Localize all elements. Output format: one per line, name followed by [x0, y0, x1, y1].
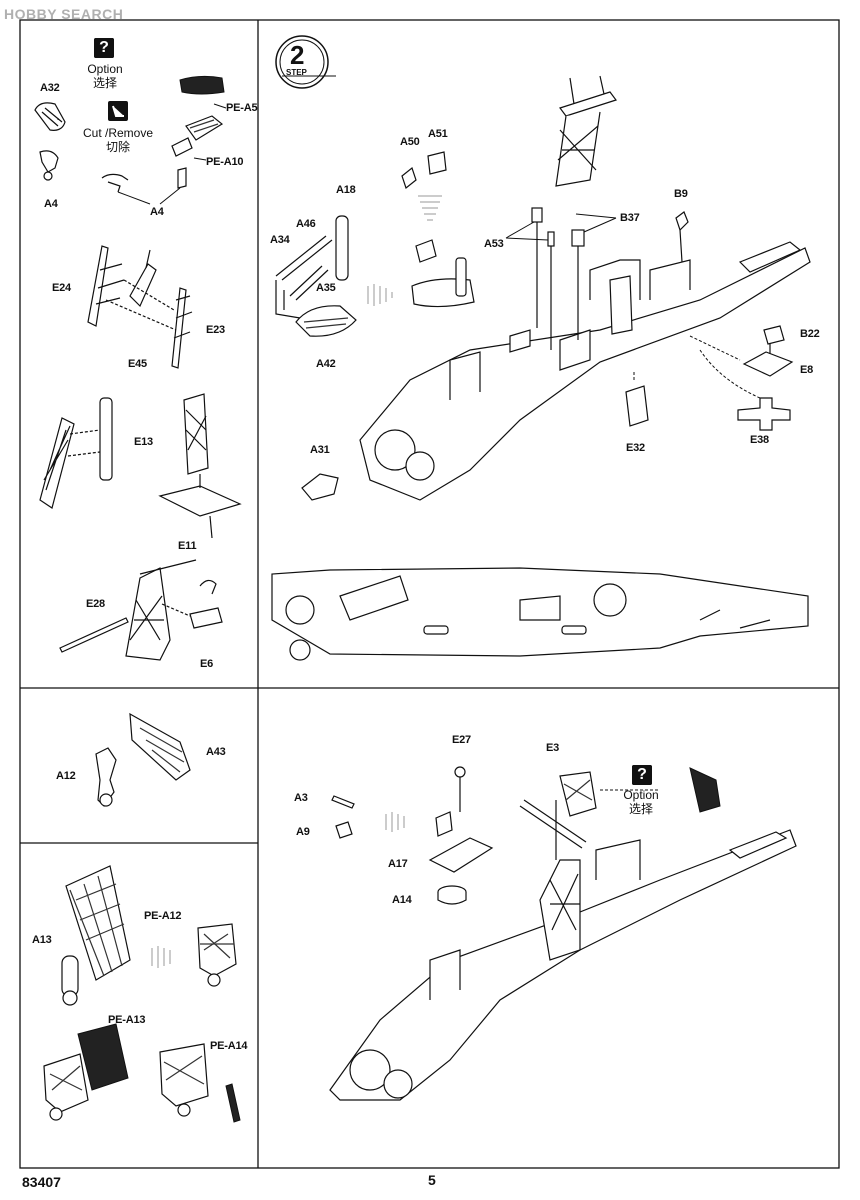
option-icon: ?: [94, 38, 114, 58]
label-E3: E3: [546, 742, 560, 754]
label-A3: A3: [294, 792, 308, 804]
part-PE-A13: [77, 1023, 129, 1091]
label-A14: A14: [392, 894, 412, 906]
step-label: STEP: [286, 68, 307, 77]
part-E24-E23-E45: [87, 245, 193, 369]
label-A4-left: A4: [44, 198, 58, 210]
part-A32: [34, 102, 66, 131]
part-E13: [39, 397, 113, 509]
label-E45: E45: [128, 358, 147, 370]
label-A35: A35: [316, 282, 336, 294]
label-E27: E27: [452, 734, 471, 746]
label-B37: B37: [620, 212, 640, 224]
label-E38: E38: [750, 434, 769, 446]
part-A13-assembled: [197, 923, 237, 987]
part-E3: [519, 771, 597, 860]
part-A4-right: [101, 173, 129, 193]
part-E27-A17-A14: [428, 766, 494, 905]
part-PE-A14-assembly: [159, 1043, 209, 1117]
part-PE-A13-assembly: [43, 1053, 89, 1121]
label-PE-A14: PE-A14: [210, 1040, 248, 1052]
option-label-lower: Option 选择: [616, 788, 666, 816]
label-E11: E11: [178, 540, 197, 552]
option-label-en: Option: [87, 62, 123, 76]
watermark-logo: HOBBY SEARCH: [4, 6, 124, 22]
label-E8: E8: [800, 364, 814, 376]
option-icon-lower: ?: [632, 765, 652, 785]
label-A12: A12: [56, 770, 76, 782]
label-A50: A50: [400, 136, 420, 148]
part-E3-option: [689, 767, 721, 813]
option-label-cn: 选择: [92, 76, 117, 90]
right-arrow-icon: [367, 284, 393, 306]
label-PE-A5: PE-A5: [226, 102, 258, 114]
label-A32: A32: [40, 82, 60, 94]
label-A53: A53: [484, 238, 504, 250]
option-label: Option 选择: [80, 62, 130, 90]
label-E28: E28: [86, 598, 105, 610]
label-A31: A31: [310, 444, 330, 456]
label-PE-A10: PE-A10: [206, 156, 244, 168]
right-arrow-lower-icon: [151, 946, 171, 968]
part-deck-structure: [411, 239, 475, 308]
part-B22-E8: [742, 325, 794, 377]
label-A42: A42: [316, 358, 336, 370]
part-A43: [129, 712, 191, 781]
option-label-lower-cn: 选择: [628, 802, 653, 816]
label-E23: E23: [206, 324, 225, 336]
page-number: 5: [428, 1172, 436, 1188]
part-A31: [301, 473, 339, 501]
part-E28-E6: [59, 559, 223, 661]
part-PE-A12: [65, 865, 131, 981]
part-PE-A14: [225, 1083, 241, 1123]
part-E11: [158, 393, 242, 539]
label-E32: E32: [626, 442, 645, 454]
part-PE-A10: [171, 115, 224, 189]
label-B9: B9: [674, 188, 688, 200]
option-label-lower-en: Option: [623, 788, 659, 802]
label-E24: E24: [52, 282, 71, 294]
label-E13: E13: [134, 436, 153, 448]
part-A53-B37: [531, 207, 585, 350]
lower-hull: [329, 829, 797, 1101]
down-arrow-icon: [418, 195, 442, 221]
part-A46-A34-A35: [275, 235, 333, 319]
part-B9: [675, 211, 689, 263]
label-A13: A13: [32, 934, 52, 946]
label-E6: E6: [200, 658, 214, 670]
cut-label-cn: 切除: [105, 140, 130, 154]
label-A46: A46: [296, 218, 316, 230]
part-A42: [295, 305, 357, 337]
part-PE-A5: [179, 75, 225, 95]
label-PE-A13: PE-A13: [108, 1014, 146, 1026]
label-A18: A18: [336, 184, 356, 196]
cut-label-en: Cut /Remove: [82, 126, 154, 140]
part-A3-A9: [331, 795, 355, 839]
part-A18: [335, 215, 349, 281]
label-A4-right: A4: [150, 206, 164, 218]
main-hull-top: [359, 241, 811, 501]
label-A17: A17: [388, 858, 408, 870]
part-A13: [61, 955, 79, 1006]
right-arrow-lower-right-icon: [385, 812, 405, 832]
part-A4-left: [39, 150, 59, 181]
product-code: 83407: [22, 1174, 61, 1190]
part-A50-A51: [401, 151, 447, 190]
page-frame: [19, 19, 840, 1169]
step-badge-icon: [275, 35, 336, 89]
part-E32-E38: [625, 385, 791, 431]
label-A51: A51: [428, 128, 448, 140]
label-A34: A34: [270, 234, 290, 246]
cut-label: Cut /Remove 切除: [76, 126, 160, 154]
step-number: 2: [290, 40, 305, 70]
main-lattice-mast: [555, 75, 617, 187]
label-B22: B22: [800, 328, 820, 340]
hull-plan-view: [271, 567, 809, 661]
label-A9: A9: [296, 826, 310, 838]
label-A43: A43: [206, 746, 226, 758]
label-PE-A12: PE-A12: [144, 910, 182, 922]
part-A12: [95, 747, 117, 807]
